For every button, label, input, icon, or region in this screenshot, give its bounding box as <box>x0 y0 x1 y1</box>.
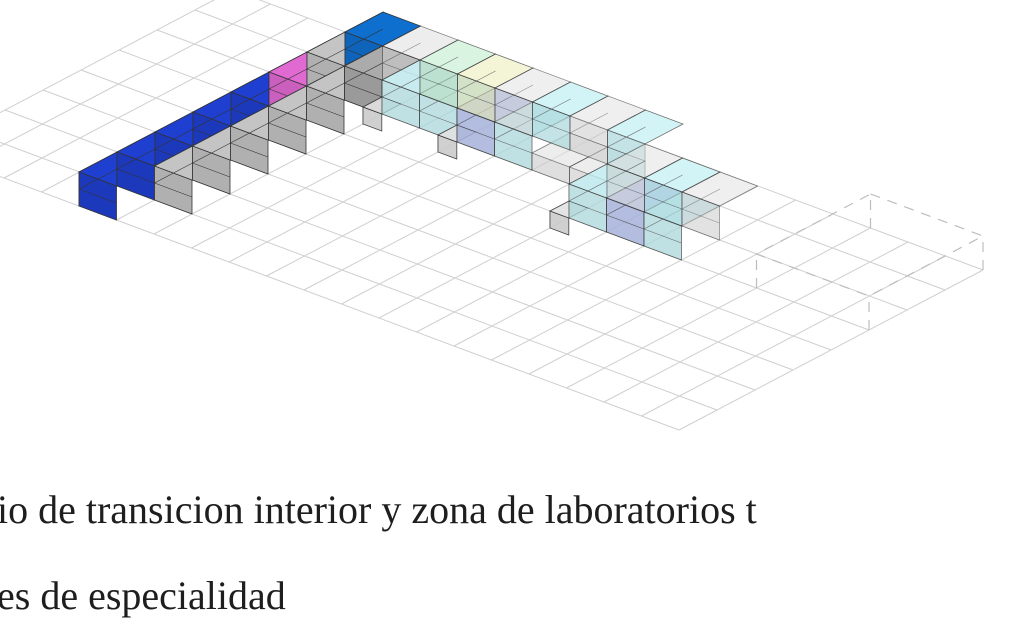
block-level-line <box>381 76 421 98</box>
building-block <box>643 157 721 227</box>
block-level-line <box>344 82 383 98</box>
caption-line-1: io de transicion interior y zona de labo… <box>0 487 757 532</box>
block-level-line <box>494 138 533 154</box>
building-block <box>569 95 647 165</box>
block-level-line <box>681 208 720 224</box>
block-level-line <box>568 180 608 202</box>
dashed-outline <box>755 193 985 330</box>
building-blocks <box>78 11 759 261</box>
block-level-line <box>154 162 193 184</box>
block-level-line <box>230 122 269 144</box>
building-block <box>153 145 231 215</box>
block-level-line <box>457 70 496 92</box>
block-level-line <box>268 122 307 138</box>
block-level-line <box>644 194 683 210</box>
block-level-line <box>494 104 533 120</box>
block-level-line <box>606 180 645 196</box>
building-block <box>494 67 572 137</box>
block-level-line <box>154 128 194 150</box>
block-level-line <box>230 88 270 110</box>
caption-line-2: es de especialidad <box>0 573 286 618</box>
block-level-line <box>192 108 232 130</box>
block-level-line <box>382 42 421 64</box>
dashed-volume-top <box>755 193 985 297</box>
building-block <box>419 39 497 109</box>
block-level-line <box>532 98 571 120</box>
block-level-line <box>381 96 420 112</box>
block-level-line <box>532 118 571 134</box>
block-level-line <box>643 228 682 244</box>
block-level-line <box>306 82 345 104</box>
block-level-line <box>306 48 346 70</box>
block-level-line <box>607 126 646 148</box>
block-level-line <box>154 182 193 198</box>
block-level-line <box>268 68 308 90</box>
building-block <box>681 171 759 241</box>
block-level-line <box>494 84 534 106</box>
block-level-line <box>606 160 646 182</box>
block-level-line <box>268 102 307 124</box>
block-level-line <box>78 188 117 204</box>
block-level-line <box>419 110 458 126</box>
block-level-line <box>192 162 231 178</box>
block-level-line <box>306 102 345 118</box>
block-level-line <box>606 214 645 230</box>
block-level-line <box>568 200 607 216</box>
building-block <box>456 53 534 123</box>
block-level-line <box>116 168 155 184</box>
block-level-line <box>419 56 459 78</box>
block-level-line <box>681 188 721 210</box>
block-level-line <box>344 28 384 50</box>
block-level-line <box>192 142 231 164</box>
block-level-line <box>419 76 458 92</box>
block-level-line <box>456 124 495 140</box>
block-level-line <box>644 174 683 196</box>
block-level-line <box>457 90 496 106</box>
block-level-line <box>230 142 269 158</box>
block-level-line <box>116 148 156 170</box>
grid-line <box>0 175 680 431</box>
block-level-line <box>344 62 383 84</box>
block-level-line <box>569 112 609 134</box>
block-level-line <box>78 168 118 190</box>
block-level-line <box>569 132 608 148</box>
